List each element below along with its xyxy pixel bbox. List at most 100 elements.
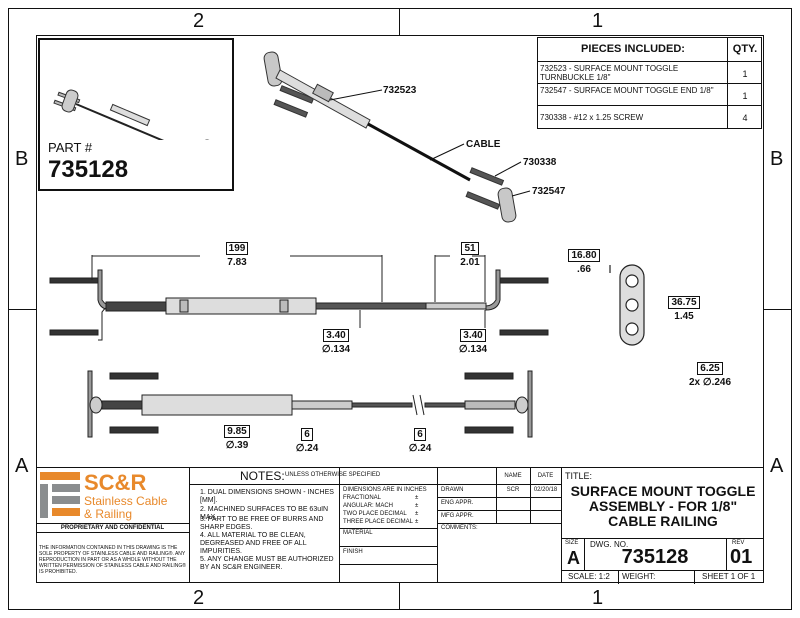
drawn-name: SCR — [506, 487, 520, 493]
notes-item-2: 2. MACHINED SURFACES TO BE 63uIN MAX. — [200, 506, 329, 521]
tol-head: DIMENSIONS ARE IN INCHES — [343, 487, 427, 493]
tol-three-place: THREE PLACE DECIMAL — [343, 519, 414, 525]
size-label: SIZE — [565, 540, 579, 546]
zone-label-right-b: B — [770, 148, 784, 170]
part-number: 735128 — [48, 156, 129, 183]
zone-label-top-2: 2 — [193, 10, 205, 32]
rev-value: 01 — [730, 546, 753, 568]
approvals-date-header: DATE — [537, 473, 554, 479]
pieces-row-1-qty: 1 — [742, 69, 748, 79]
tol-pm-4: ± — [415, 519, 419, 525]
dim-199: 199 — [222, 242, 252, 255]
callout-cable: CABLE — [466, 139, 501, 150]
zone-label-right-a: A — [770, 455, 784, 477]
zone-divider-bottom — [399, 583, 400, 610]
dim-246: 2x ∅.246 — [688, 377, 732, 388]
drawn-label: DRAWN — [441, 487, 464, 493]
isometric-view — [263, 51, 517, 223]
dim-201: 2.01 — [460, 257, 480, 268]
zone-divider-right — [764, 309, 792, 310]
drawing-title: SURFACE MOUNT TOGGLE ASSEMBLY - FOR 1/8"… — [570, 483, 756, 529]
title-label: TITLE: — [565, 471, 593, 481]
dim-3675: 36.75 — [664, 296, 704, 309]
dwg-label: DWG. NO. — [590, 540, 629, 549]
notes-block: NOTES: 1. DUAL DIMENSIONS SHOWN - INCHES… — [190, 467, 340, 583]
size-value: A — [567, 548, 580, 568]
logo-block: SC&R Stainless Cable & Railing PROPRIETA… — [36, 467, 190, 583]
dim-24-left: ∅.24 — [295, 443, 319, 454]
notes-title: NOTES: — [240, 469, 285, 483]
unless-specified: UNLESS OTHERWISE SPECIFIED — [285, 472, 381, 478]
zone-divider-left — [8, 309, 36, 310]
zone-label-bottom-1: 1 — [592, 587, 604, 609]
finish-label: FINISH — [343, 549, 363, 555]
mfg-appr-label: MFG APPR. — [441, 513, 474, 519]
logo-mark-icon — [40, 472, 80, 518]
pieces-table: PIECES INCLUDED: QTY. 732523 - SURFACE M… — [537, 37, 762, 129]
dim-6-left: 6 — [292, 428, 322, 441]
logo-line-1: Stainless Cable — [84, 494, 168, 508]
pieces-header-title: PIECES INCLUDED: — [581, 43, 685, 55]
dim-340-left: 3.40 — [318, 329, 354, 342]
proprietary-notice: THE INFORMATION CONTAINED IN THIS DRAWIN… — [39, 545, 186, 575]
pieces-row-1-desc: 732523 - SURFACE MOUNT TOGGLE TURNBUCKLE… — [540, 64, 679, 82]
approvals-name-header: NAME — [504, 473, 522, 479]
sheet-text: SHEET 1 OF 1 — [702, 572, 756, 581]
tol-fractional: FRACTIONAL — [343, 495, 382, 501]
tol-two-place: TWO PLACE DECIMAL — [343, 511, 407, 517]
comments-label: COMMENTS: — [441, 525, 478, 531]
pieces-header-qty: QTY. — [732, 43, 758, 55]
notes-item-4: 4. ALL MATERIAL TO BE CLEAN, DEGREASED A… — [200, 532, 307, 555]
dim-51: 51 — [455, 242, 485, 255]
dim-39: ∅.39 — [225, 440, 249, 451]
zone-divider-top — [399, 8, 400, 35]
zone-label-bottom-2: 2 — [193, 587, 205, 609]
zone-label-left-b: B — [15, 148, 29, 170]
part-thumbnail — [53, 89, 215, 140]
material-label: MATERIAL — [343, 530, 373, 536]
side-view — [87, 370, 533, 438]
pieces-row-3-desc: 730338 - #12 x 1.25 SCREW — [540, 113, 644, 122]
tolerance-block: UNLESS OTHERWISE SPECIFIED DIMENSIONS AR… — [285, 467, 438, 583]
eng-appr-label: ENG APPR. — [441, 500, 474, 506]
part-label: PART # — [48, 140, 93, 155]
zone-label-top-1: 1 — [592, 10, 604, 32]
logo-text: SC&R — [84, 470, 147, 495]
pieces-row-2-qty: 1 — [742, 91, 748, 101]
dim-625: 6.25 — [690, 362, 730, 375]
dim-783: 7.83 — [227, 257, 247, 268]
callout-end: 732547 — [532, 186, 566, 197]
logo-line-2: & Railing — [84, 507, 133, 521]
approvals-block: NAME DATE DRAWN SCR 02/20/18 ENG APPR. M… — [438, 467, 562, 583]
part-number-box: PART # 735128 — [38, 38, 234, 191]
dim-24-right: ∅.24 — [408, 443, 432, 454]
dwg-number: 735128 — [621, 546, 689, 568]
dim-1680: 16.80 — [566, 249, 602, 262]
tol-angular: ANGULAR: MACH — [343, 503, 394, 509]
pieces-row-2-desc: 732547 - SURFACE MOUNT TOGGLE END 1/8" — [540, 86, 714, 95]
drawn-date: 02/20/18 — [533, 487, 558, 493]
callout-screw: 730338 — [523, 157, 557, 168]
tol-pm-1: ± — [415, 495, 419, 501]
end-plate-view — [609, 264, 645, 346]
tol-pm-3: ± — [415, 511, 419, 517]
dim-134-left: ∅.134 — [321, 344, 351, 355]
dim-6-right: 6 — [405, 428, 435, 441]
title-block: TITLE: SURFACE MOUNT TOGGLE ASSEMBLY - F… — [562, 467, 764, 584]
zone-label-left-a: A — [15, 455, 29, 477]
weight-text: WEIGHT: — [622, 572, 656, 581]
front-view — [49, 255, 549, 341]
dim-340-right: 3.40 — [455, 329, 491, 342]
rev-label: REV — [732, 540, 745, 546]
dim-66: .66 — [577, 264, 591, 275]
notes-item-3: 3. PART TO BE FREE OF BURRS AND SHARP ED… — [200, 516, 324, 531]
drawing-inner-frame — [36, 35, 764, 583]
dim-145: 1.45 — [674, 311, 694, 322]
pieces-row-3-qty: 4 — [742, 113, 748, 123]
notes-item-5: 5. ANY CHANGE MUST BE AUTHORIZED BY AN S… — [200, 556, 334, 571]
notes-item-1: 1. DUAL DIMENSIONS SHOWN - INCHES [MM]. — [200, 489, 334, 504]
tol-pm-2: ± — [415, 503, 419, 509]
scale-text: SCALE: 1:2 — [568, 572, 610, 581]
callout-turnbuckle: 732523 — [383, 85, 417, 96]
